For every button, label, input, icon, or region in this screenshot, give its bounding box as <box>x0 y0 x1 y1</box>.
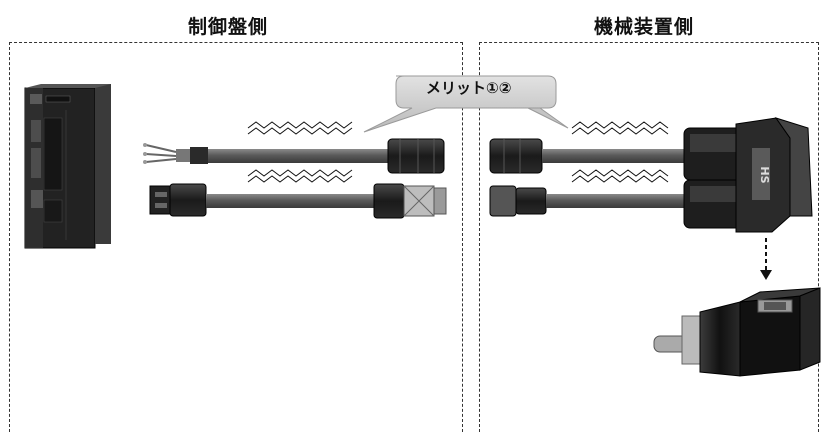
callout-label: メリット①② <box>426 79 512 97</box>
round-connector-bottom-right <box>489 185 547 217</box>
cable-bottom-right <box>546 194 690 208</box>
noise-zigzag-left <box>247 121 353 183</box>
motor-connector-block: HS <box>683 117 813 233</box>
machine-side-heading: 機械装置側 <box>594 16 695 38</box>
control-panel-area <box>9 42 463 432</box>
noise-zigzag-right <box>571 121 669 183</box>
connector-marking: HS <box>758 166 771 183</box>
wire-end <box>143 143 208 164</box>
servo-amplifier <box>24 84 111 249</box>
round-connector-bottom-left <box>373 183 447 219</box>
servo-motor <box>653 287 821 377</box>
round-connector-top-right <box>489 138 543 174</box>
control-panel-side-heading: 制御盤側 <box>188 16 269 38</box>
cable-top-left <box>208 149 393 163</box>
machine-area <box>479 42 819 432</box>
cable-bottom-left <box>206 194 378 208</box>
round-connector-top-left <box>387 138 445 174</box>
callout-bubble <box>363 75 569 133</box>
amplifier-plug <box>149 183 207 217</box>
arrow-head <box>760 270 772 280</box>
cable-top-right <box>542 149 690 163</box>
